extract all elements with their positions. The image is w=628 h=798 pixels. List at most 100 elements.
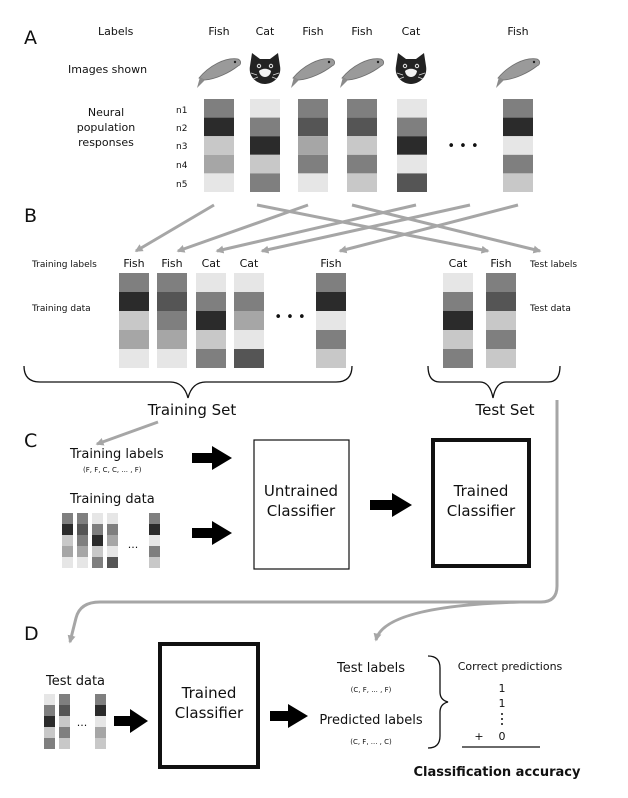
heatmap-cell [44,738,55,749]
training-labels-text: Training labels [69,447,164,462]
training-set-brace [23,365,353,399]
response-cell [204,136,234,155]
heatmap-cell [149,546,160,557]
heatmap-cell [149,557,160,568]
heatmap-cell [107,557,118,568]
response-cell [250,173,280,192]
response-cell [204,117,234,137]
test-data-text: Test data [45,674,105,689]
training-column-label: Cat [202,257,221,270]
mini-heatmap [44,694,106,749]
trained-classifier-box [158,642,260,769]
train-arrow [370,493,412,517]
ellipsis: • • • [447,139,478,154]
test-data-arrow [114,709,148,733]
response-cell [347,154,377,174]
response-cell [119,330,149,349]
heatmap-cell [62,513,73,524]
fish-icon [340,58,385,88]
vertical-ellipsis-dot [501,713,503,715]
response-cell [443,273,473,292]
heatmap-cell [59,738,70,749]
mini-ellipsis: ... [77,716,88,729]
prediction-value: 1 [499,682,506,695]
response-cell [486,349,516,368]
labels-arrow [192,446,232,470]
shuffle-arrows [134,203,542,254]
test-labels-flow-line [373,600,521,642]
stimulus-label: Cat [256,25,275,38]
predict-arrow [270,704,308,728]
response-cell [443,349,473,368]
response-cell [347,99,377,118]
response-cell [486,292,516,311]
comparison-brace [427,655,449,749]
heatmap-cell [77,557,88,568]
heatmap-cell [62,557,73,568]
fish-icon [197,58,242,88]
response-cell [298,117,328,137]
cat-icon [395,53,427,84]
ellipsis: • • • [274,310,305,325]
heatmap-cell [95,738,106,749]
response-column [298,99,328,192]
response-cell [196,311,226,330]
heatmap-cell [44,727,55,738]
response-cell [316,273,346,292]
panel-d-letter: D [24,623,39,645]
labels-heading: Labels [98,25,134,38]
response-cell [234,292,264,311]
heatmap-cell [62,524,73,535]
neuron-label: n3 [176,142,187,152]
response-cell [196,349,226,368]
images-shown-heading: Images shown [68,63,147,76]
trained-classifier-label-1: Trained [453,482,509,500]
heatmap-cell [92,546,103,557]
training-column-label: Fish [161,257,182,270]
heatmap-cell [95,716,106,727]
response-cell [157,273,187,292]
heatmap-cell [59,727,70,738]
response-cell [443,292,473,311]
mini-heatmap [62,513,160,568]
heatmap-cell [44,716,55,727]
heatmap-cell [92,524,103,535]
stimulus-label: Cat [402,25,421,38]
heatmap-cell [77,513,88,524]
response-column [347,99,377,192]
response-cell [503,117,533,137]
response-cell [316,292,346,311]
fish-icon [496,58,541,88]
heatmap-cell [149,513,160,524]
response-cell [196,330,226,349]
response-cell [157,311,187,330]
training-column-label: Fish [123,257,144,270]
vertical-ellipsis-dot [501,718,503,720]
response-cell [250,117,280,137]
response-cell [119,311,149,330]
training-column-label: Cat [240,257,259,270]
heatmap-cell [95,694,106,705]
response-cell [347,136,377,155]
training-column-label: Fish [320,257,341,270]
response-column [250,99,280,192]
response-cell [196,292,226,311]
training-set-label: Training Set [147,401,237,419]
heatmap-cell [77,535,88,546]
predicted-labels-sequence: (C, F, ... , C) [350,738,392,746]
heatmap-cell [107,535,118,546]
response-column [503,99,533,192]
training-labels-sequence: (F, F, C, C, ... , F) [83,466,142,474]
test-column-label: Fish [490,257,511,270]
response-cell [204,154,234,174]
training-labels-heading: Training labels [31,260,97,270]
test-labels-text: Test labels [336,661,405,676]
test-set-brace [427,365,561,399]
heatmap-cell [77,546,88,557]
response-cell [157,330,187,349]
training-set-to-c-arrow [95,420,159,446]
stimulus-label: Fish [507,25,528,38]
neuron-label: n2 [176,124,187,134]
data-arrow [192,521,232,545]
response-cell [298,99,328,118]
